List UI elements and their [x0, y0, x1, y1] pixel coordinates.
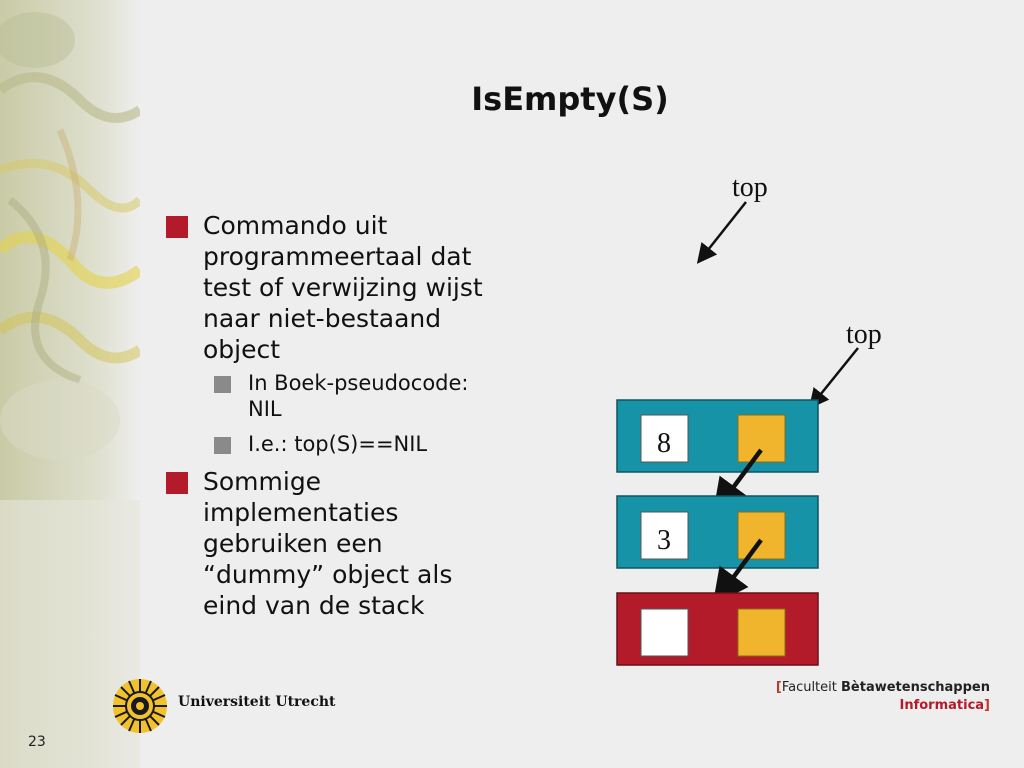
bullet-line: test of verwijzing wijst	[203, 273, 483, 302]
sub-bullet-line: NIL	[248, 397, 282, 421]
stack-node: 3	[616, 495, 819, 569]
node-next-pointer	[737, 511, 786, 560]
bullet-item: Commando uit programmeertaal dat test of…	[166, 210, 483, 365]
bullet-line: object	[203, 335, 281, 364]
bullet-square-icon	[166, 216, 188, 238]
top-pointer-arrow-empty	[696, 201, 747, 264]
bullet-line: naar niet-bestaand	[203, 304, 442, 333]
bracket-close: ]	[984, 698, 990, 713]
node-key-value: 8	[657, 428, 671, 459]
next-pointer-arrow	[712, 538, 763, 606]
top-label-empty: top	[732, 172, 768, 203]
bullet-line: gebruiken een	[203, 529, 383, 558]
sub-bullet-line: In Boek-pseudocode:	[248, 371, 469, 395]
faculty-name: Bètawetenschappen	[841, 680, 990, 695]
university-logo-icon	[113, 679, 167, 733]
university-name: Universiteit Utrecht	[178, 694, 336, 710]
bullet-line: implementaties	[203, 498, 399, 527]
sub-bullet-square-icon	[214, 437, 231, 454]
bullet-line: Sommige	[203, 467, 322, 496]
faculty-prefix: Faculteit	[781, 680, 837, 695]
sub-bullet-square-icon	[214, 376, 231, 393]
top-pointer-arrow-stack	[808, 347, 859, 409]
sub-bullet-item: I.e.: top(S)==NIL	[214, 431, 428, 457]
bullet-item: Sommige implementaties gebruiken een “du…	[166, 466, 453, 621]
faculty-label: [Faculteit Bètawetenschappen Informatica…	[776, 679, 990, 715]
bullet-line: “dummy” object als	[203, 560, 453, 589]
node-key-box	[640, 511, 689, 560]
page-number: 23	[28, 734, 46, 750]
sub-bullet-line: I.e.: top(S)==NIL	[248, 432, 428, 456]
department-name: Informatica	[899, 698, 985, 713]
node-box	[616, 399, 819, 473]
bullet-line: eind van de stack	[203, 591, 425, 620]
node-box	[616, 495, 819, 569]
bullet-line: programmeertaal dat	[203, 242, 472, 271]
bracket-open: [	[775, 680, 782, 695]
bullet-line: Commando uit	[203, 211, 388, 240]
node-key-value: 3	[657, 525, 671, 556]
stack-node: 8	[616, 399, 819, 473]
sub-bullet-item: In Boek-pseudocode: NIL	[214, 370, 469, 422]
bullet-square-icon	[166, 472, 188, 494]
dummy-node	[616, 592, 819, 666]
node-next-pointer	[737, 414, 786, 463]
slide-title: IsEmpty(S)	[471, 80, 669, 118]
top-label-stack: top	[846, 319, 882, 350]
node-key-box	[640, 608, 689, 657]
decorative-background	[0, 0, 140, 768]
node-next-pointer	[737, 608, 786, 657]
node-key-box	[640, 414, 689, 463]
node-box	[616, 592, 819, 666]
next-pointer-arrow	[712, 448, 763, 516]
